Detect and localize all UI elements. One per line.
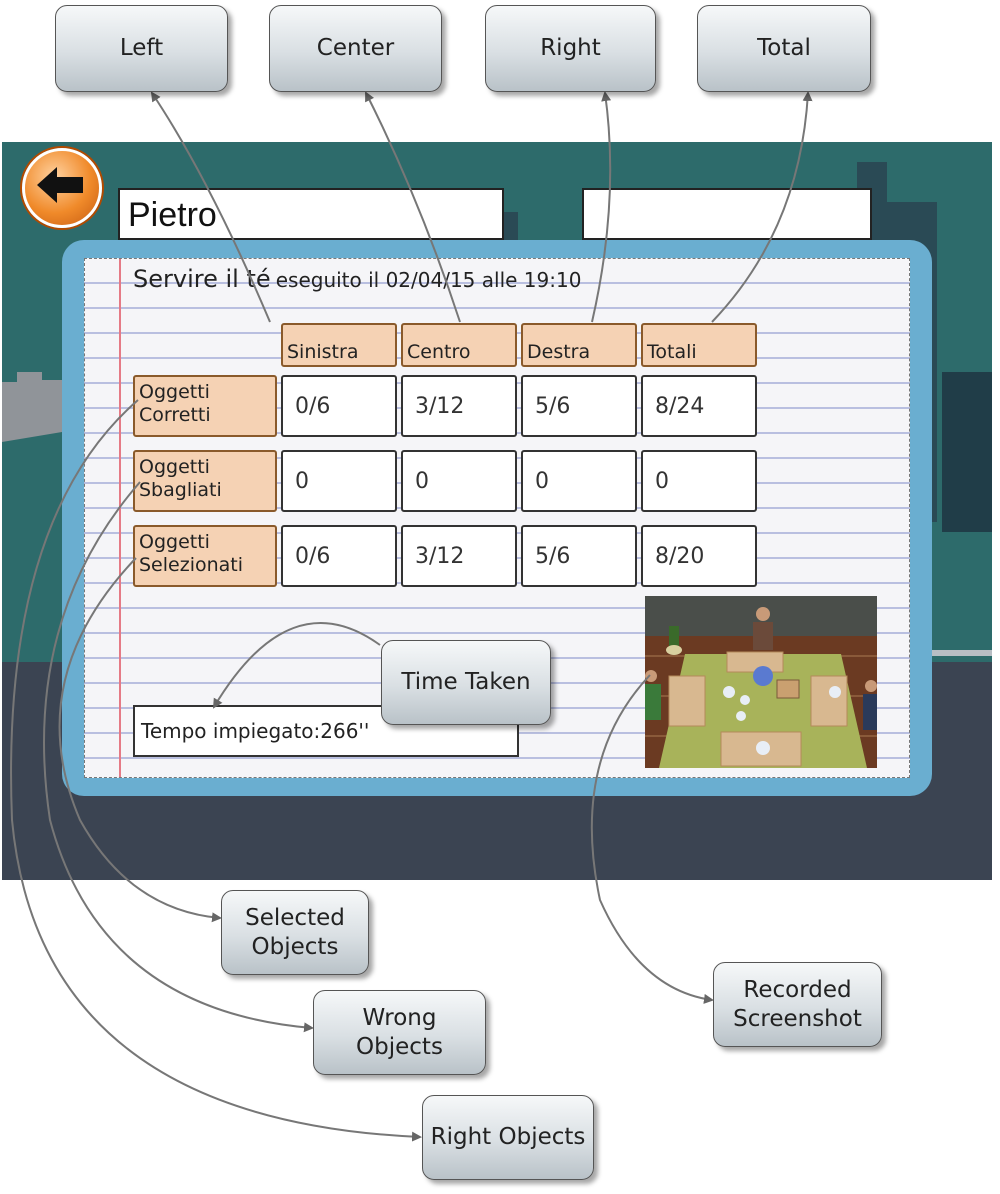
table-cell: 8/24 xyxy=(641,375,757,437)
callout-total: Total xyxy=(697,5,871,92)
callout-right-objects: Right Objects xyxy=(422,1095,594,1180)
table-cell: 0 xyxy=(401,450,517,512)
back-button[interactable] xyxy=(22,148,102,228)
column-header-center: Centro xyxy=(401,323,517,367)
table-cell: 5/6 xyxy=(521,525,637,587)
secondary-field[interactable] xyxy=(582,188,872,240)
activity-name: Servire il té xyxy=(133,265,271,293)
callout-recorded-screenshot: Recorded Screenshot xyxy=(713,962,882,1047)
recorded-screenshot[interactable] xyxy=(645,596,877,768)
table-cell: 3/12 xyxy=(401,375,517,437)
table-cell: 0 xyxy=(281,450,397,512)
table-cell: 8/20 xyxy=(641,525,757,587)
table-cell: 0 xyxy=(641,450,757,512)
margin-line xyxy=(119,259,121,777)
back-arrow-icon xyxy=(37,167,83,203)
table-cell: 3/12 xyxy=(401,525,517,587)
row-header-wrong-objects: Oggetti Sbagliati xyxy=(133,450,277,512)
callout-wrong-objects: Wrong Objects xyxy=(313,990,486,1075)
app-screen: Pietro Servire il té eseguito il 02/04/1… xyxy=(2,142,992,880)
row-header-correct-objects: Oggetti Corretti xyxy=(133,375,277,437)
callout-center: Center xyxy=(269,5,442,92)
table-cell: 0/6 xyxy=(281,375,397,437)
callout-left: Left xyxy=(55,5,228,92)
table-cell: 5/6 xyxy=(521,375,637,437)
table-cell: 0 xyxy=(521,450,637,512)
callout-right: Right xyxy=(485,5,656,92)
column-header-left: Sinistra xyxy=(281,323,397,367)
column-header-right: Destra xyxy=(521,323,637,367)
callout-selected-objects: Selected Objects xyxy=(221,890,369,975)
record-title: Servire il té eseguito il 02/04/15 alle … xyxy=(133,265,581,293)
callout-time-taken: Time Taken xyxy=(381,640,551,725)
session-datetime: eseguito il 02/04/15 alle 19:10 xyxy=(275,268,582,292)
column-header-total: Totali xyxy=(641,323,757,367)
patient-name-field[interactable]: Pietro xyxy=(118,188,504,240)
table-cell: 0/6 xyxy=(281,525,397,587)
row-header-selected-objects: Oggetti Selezionati xyxy=(133,525,277,587)
